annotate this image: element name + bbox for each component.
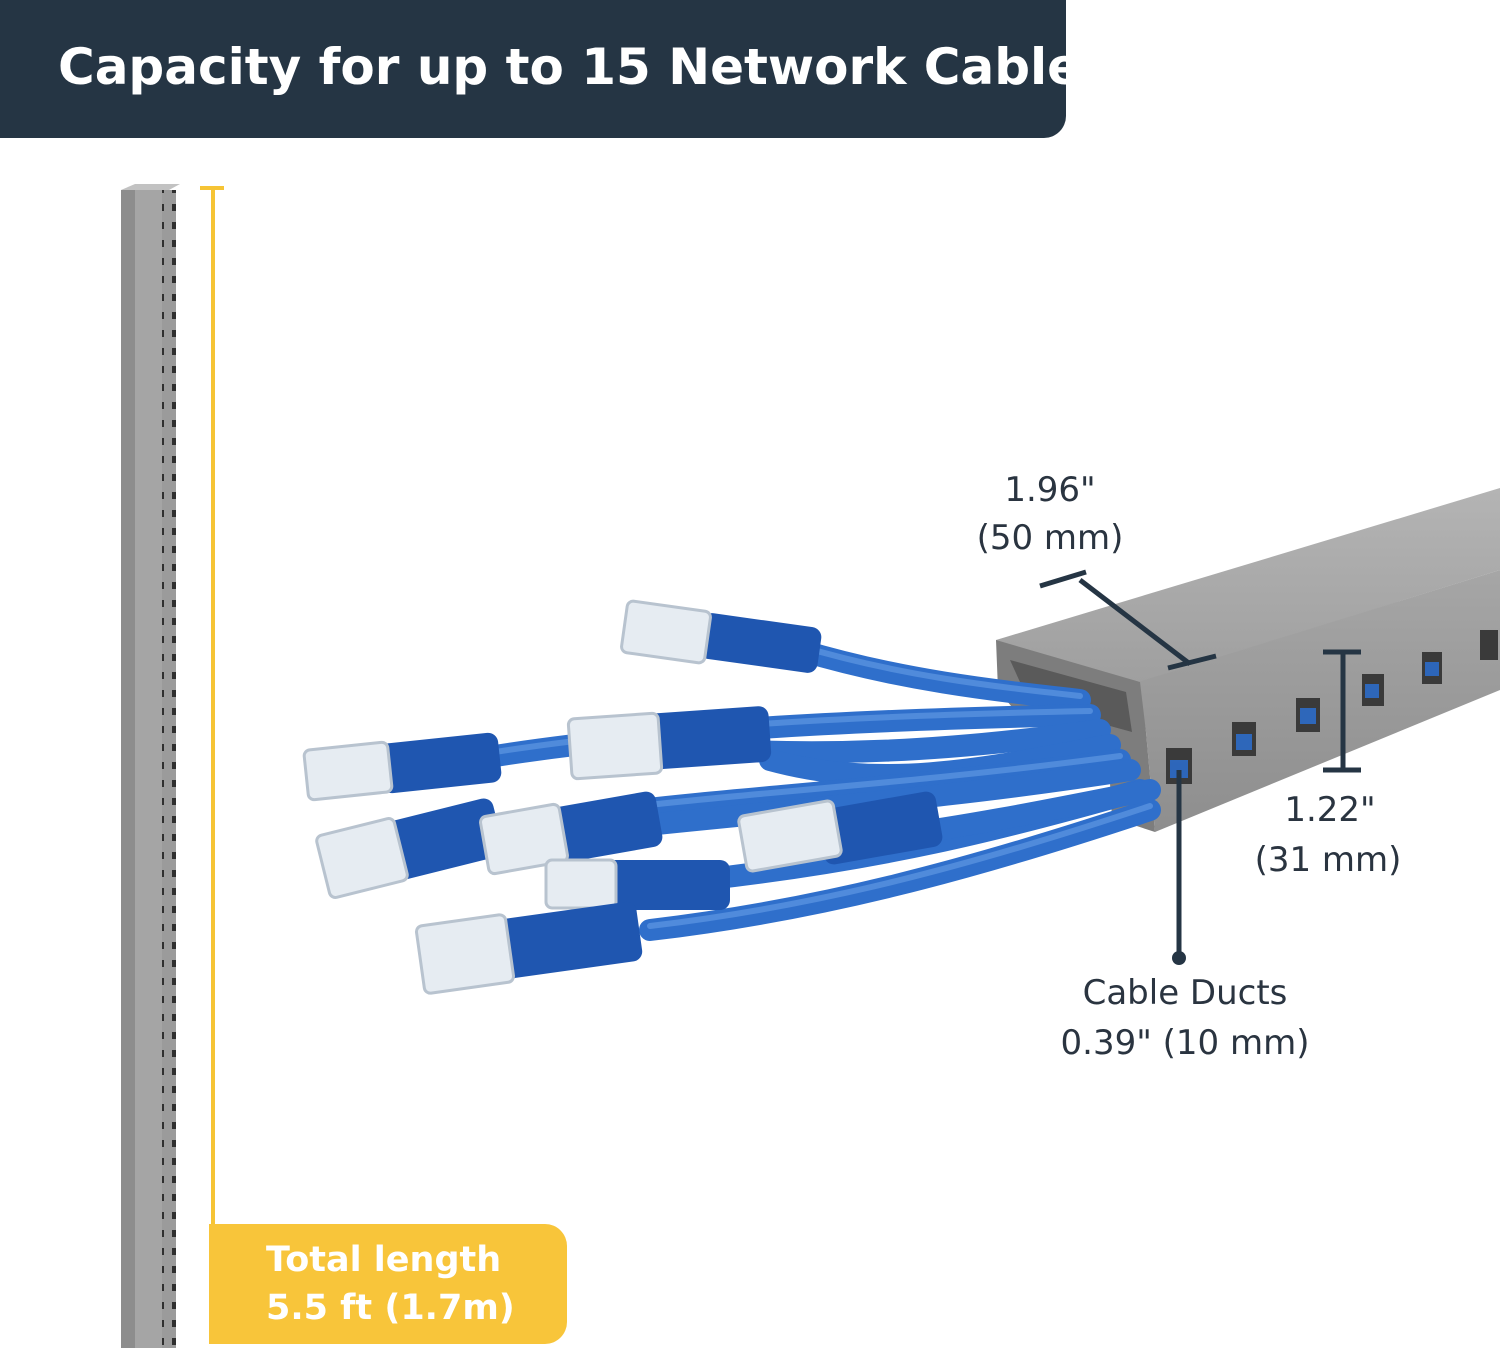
cable-ducts-value: 0.39" (10 mm) <box>1060 1023 1310 1063</box>
cable-ducts-label: Cable Ducts <box>1082 973 1288 1013</box>
width-mm-label: (50 mm) <box>976 518 1124 558</box>
length-marker-cap <box>200 186 224 190</box>
vertical-duct <box>121 184 180 1348</box>
width-inches-label: 1.96" <box>1004 470 1096 510</box>
width-dimension-line <box>1039 569 1217 671</box>
rj45-connectors <box>302 599 943 995</box>
total-length-badge: Total length 5.5 ft (1.7m) <box>209 1224 567 1344</box>
height-mm-label: (31 mm) <box>1254 840 1402 880</box>
total-length-label: Total length <box>266 1240 502 1280</box>
height-dimension-line <box>1323 649 1361 773</box>
total-length-value: 5.5 ft (1.7m) <box>266 1288 515 1328</box>
length-marker-line <box>211 186 215 1236</box>
header-title: Capacity for up to 15 Network Cables <box>58 38 1111 96</box>
header-banner: Capacity for up to 15 Network Cables <box>0 0 1111 138</box>
height-inches-label: 1.22" <box>1284 790 1376 830</box>
duct-callout-line <box>1172 770 1186 965</box>
